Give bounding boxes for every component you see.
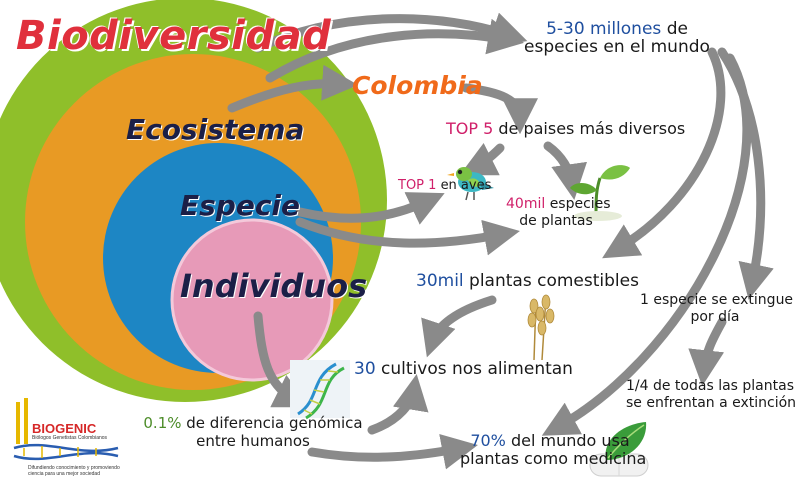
bird-icon [447,167,494,201]
arrow-ecosistema-to-colombia [227,64,359,113]
logo-subtitle: Biólogos Genetistas Colombianos [32,435,108,441]
logo-name: BIOGENIC [32,421,97,436]
extinction-day-line-2: por día [690,309,740,325]
top5-text: de paises más diversos [498,119,686,138]
arrow-edible-to-crops [421,295,497,358]
arrow-especie-to-top1 [295,192,445,225]
logo-emblem-icon [13,398,119,461]
logo-tagline-1: Difundiendo conocimiento y promoviendo [28,465,120,471]
top1-fact: TOP 1 en aves [398,177,491,195]
logo-tagline: Difundiendo conocimiento y promoviendo c… [28,465,120,477]
species-world-text-1: de [666,19,688,39]
arrow-genomic-to-crops [367,374,429,435]
genomic-text-2: entre humanos [196,432,310,450]
colombia-label: Colombia [352,71,483,100]
crops-value: 30 [354,359,376,379]
edible-fact: 30mil plantas comestibles [416,272,639,290]
quarter-plants-line-1: 1/4 de todas las plantas [626,378,794,394]
arrow-individuos-to-genomic [253,311,311,408]
medicine-fact: 70% del mundo usa plantas como medicina [460,431,647,468]
species-world-fact: 5-30 millones de especies en el mundo [512,20,722,56]
logo-tagline-2: ciencia para una mejor sociedad [28,471,100,477]
especie-title: Especie [180,189,301,222]
arrow-extinction-to-quarter [688,317,727,387]
edible-value: 30mil [416,271,464,291]
biodiversidad-title: Biodiversidad [16,13,332,59]
arrow-ecosistema-to-world [265,18,524,83]
arrow-especie-to-40mil [295,217,520,256]
arrow-top5-to-top1 [459,143,505,176]
arrow-colombia-to-top5 [461,83,538,135]
plants40-text-1: especies [549,196,611,212]
extinction-day-line-1: 1 especie se extingue [640,292,794,308]
plants40-text-2: de plantas [519,213,593,229]
wheat-icon [527,294,555,361]
arrow-world-to-edible [602,47,726,259]
medicine-text-1: del mundo usa [510,431,630,450]
arrow-genomic-to-medicine [307,434,478,470]
genomic-fact: 0.1% de diferencia genómica entre humano… [138,414,368,450]
medicine-value: 70% [470,431,506,450]
crops-fact: 30 cultivos nos alimentan [354,360,573,378]
individuos-title: Individuos [180,267,368,305]
quarter-plants-line-2: se enfrentan a extinción [626,395,797,411]
dna-icon [290,360,350,420]
genomic-text-1: de diferencia genómica [186,414,363,432]
species-world-value: 5-30 millones [546,19,662,39]
arrow-world-to-medicine [541,53,752,436]
edible-text: plantas comestibles [469,271,639,291]
individuos-circle [170,218,334,382]
crops-text: cultivos nos alimentan [381,359,573,379]
top1-text: en aves [440,178,492,193]
plants40-value: 40mil [506,196,546,212]
extinction-day-fact: 1 especie se extingue por día [640,292,794,326]
arrow-biodiversidad-to-world [253,12,528,53]
genomic-value: 0.1% [143,414,182,432]
sprout-icon [570,165,630,221]
logo: BIOGENIC Biólogos Genetistas Colombianos [32,422,107,441]
medicine-text-2: plantas como medicina [460,449,647,468]
top5-value: TOP 5 [446,119,494,138]
species-world-text-2: especies en el mundo [524,37,710,57]
top5-fact: TOP 5 de paises más diversos [446,120,685,138]
quarter-plants-fact: 1/4 de todas las plantas se enfrentan a … [626,378,797,412]
arrow-top5-to-40mil [543,141,588,201]
plants40-fact: 40mil especies de plantas [506,196,611,230]
ecosistema-title: Ecosistema [126,113,305,146]
leaf-capsule-icon [589,422,649,477]
top1-value: TOP 1 [398,178,437,193]
